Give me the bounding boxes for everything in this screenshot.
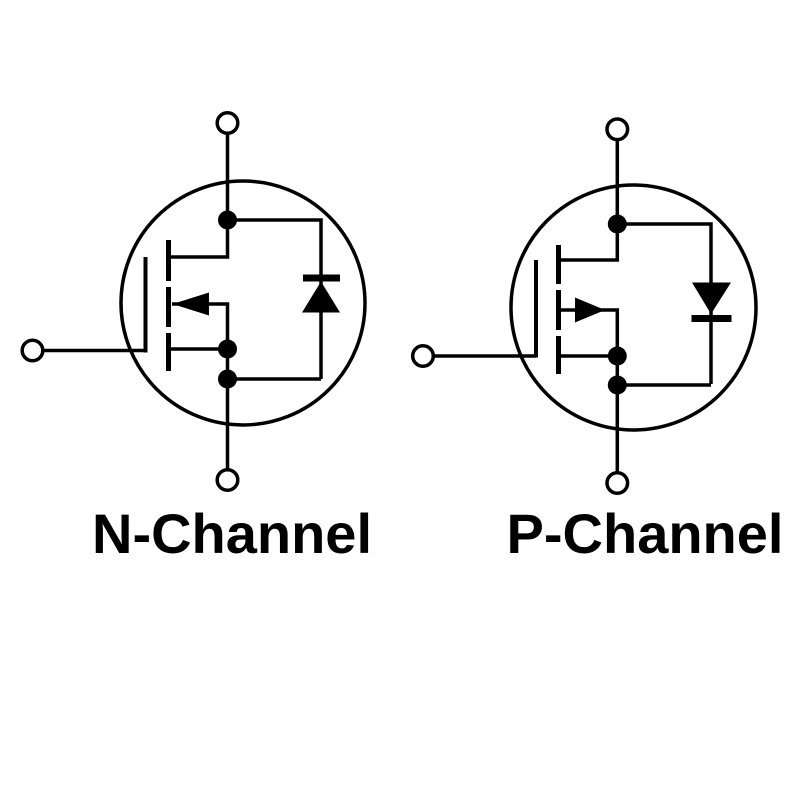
p-channel-symbol (410, 117, 758, 496)
p-device-boundary-circle (509, 183, 758, 432)
n-top-terminal-pin (215, 110, 240, 136)
n-channel-label: N-Channel (92, 502, 372, 565)
p-substrate-arrow-icon (575, 297, 605, 323)
p-channel-label: P-Channel (506, 502, 784, 565)
p-junction-dot-top (607, 214, 627, 234)
n-top-tap-wire (168, 220, 230, 259)
p-body-diode-triangle (692, 282, 731, 314)
p-top-tap-wire (558, 224, 620, 262)
p-junction-dot-middle (607, 346, 627, 366)
n-junction-dot-middle (218, 339, 237, 359)
p-top-terminal-pin (605, 117, 630, 142)
n-body-diode-branch-wire (227, 218, 323, 379)
n-substrate-arrow-icon (172, 292, 209, 316)
n-channel-symbol (20, 110, 367, 493)
p-junction-dot-bottom (607, 375, 627, 395)
n-body-diode-triangle (302, 281, 340, 313)
n-bottom-terminal-pin (215, 467, 240, 493)
p-gate-terminal-pin (410, 343, 436, 369)
n-device-boundary-circle (119, 179, 367, 427)
n-junction-dot-bottom (218, 369, 237, 389)
n-junction-dot-top (218, 210, 237, 230)
n-gate-terminal-pin (20, 338, 45, 363)
p-bottom-terminal-pin (605, 470, 630, 496)
p-body-diode-branch-wire (617, 222, 713, 384)
